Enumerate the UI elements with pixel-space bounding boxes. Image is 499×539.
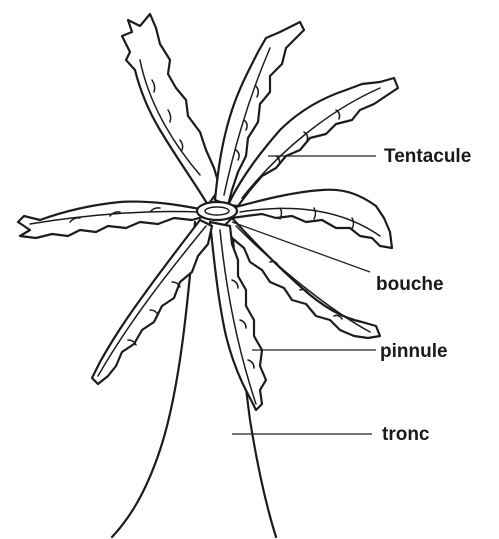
tentacle-left (18, 202, 206, 238)
label-bouche: bouche (376, 274, 444, 295)
mouth (197, 202, 237, 220)
tentacle-down-left (92, 220, 212, 384)
label-tentacule: Tentacule (384, 146, 471, 167)
label-tronc: tronc (382, 424, 430, 445)
label-pinnule: pinnule (380, 341, 448, 362)
tentacle-right (232, 190, 392, 248)
tentacle-up-left (122, 14, 220, 205)
